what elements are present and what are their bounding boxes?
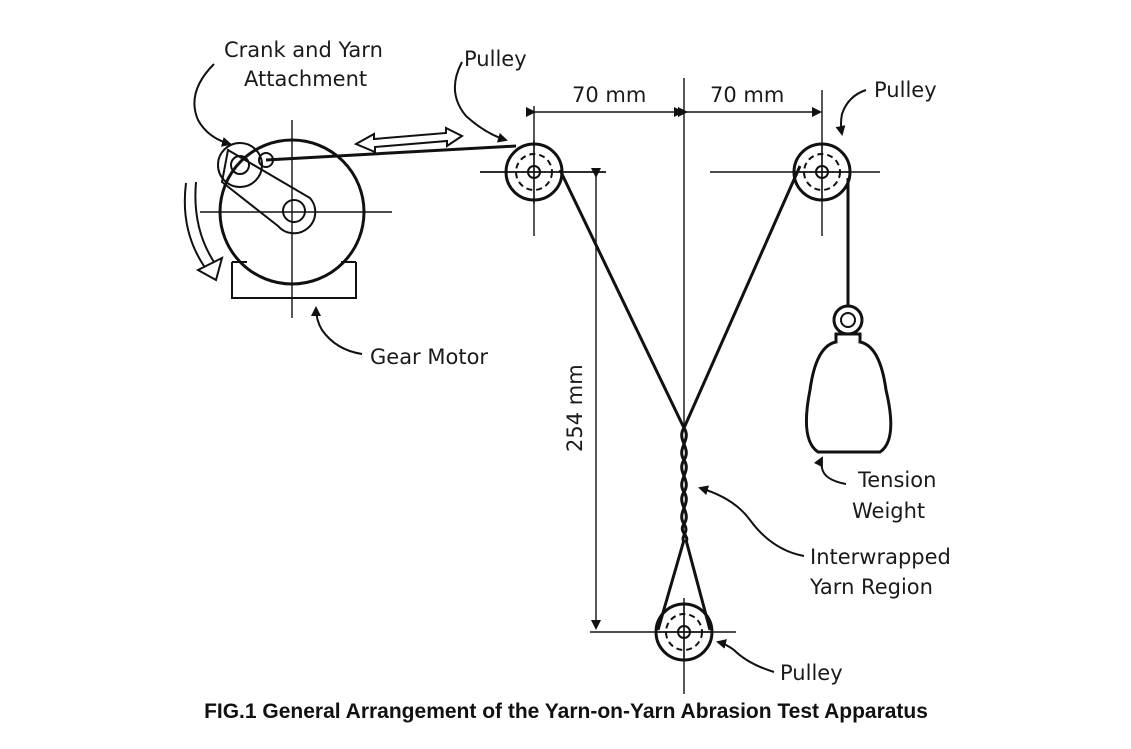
- interwrapped-yarn: [680, 427, 689, 543]
- crank-leader-arrow: [193, 63, 232, 147]
- pulley-right: [710, 90, 880, 236]
- pulley-left-label: Pulley: [464, 47, 527, 71]
- dimension-lines: [526, 78, 822, 630]
- yarn-path: [265, 144, 850, 631]
- gear-motor: [183, 120, 392, 318]
- pulley-bottom-label: Pulley: [780, 661, 843, 685]
- reciprocating-arrow: [353, 126, 464, 154]
- tension-label-line1: Tension: [857, 468, 936, 492]
- pulley-right-label: Pulley: [874, 78, 937, 102]
- tension-leader: [813, 456, 847, 485]
- pulley-bottom-leader: [716, 639, 775, 673]
- interwrap-leader: [698, 485, 805, 557]
- tension-label-line2: Weight: [852, 499, 925, 523]
- figure-caption: FIG.1 General Arrangement of the Yarn-on…: [204, 700, 928, 723]
- crank-label-line1: Crank and Yarn: [224, 38, 383, 62]
- dim-right-label: 70 mm: [710, 83, 784, 107]
- gear-motor-leader: [311, 306, 363, 355]
- crank-label-line2: Attachment: [244, 67, 367, 91]
- tension-weight: [804, 304, 893, 454]
- pulley-right-leader: [835, 89, 867, 136]
- motor-base: [231, 262, 357, 299]
- pulley-bottom: [590, 598, 736, 694]
- motor-shaft: [282, 199, 306, 223]
- interwrap-label-line1: Interwrapped: [810, 545, 951, 569]
- gear-motor-label: Gear Motor: [370, 345, 488, 369]
- interwrap-label-line2: Yarn Region: [809, 575, 933, 599]
- crank-arm: [220, 148, 317, 235]
- dim-vertical-label: 254 mm: [563, 364, 587, 452]
- pulley-left: [480, 106, 606, 236]
- pulley-left-leader: [454, 61, 508, 143]
- dim-left-label: 70 mm: [572, 83, 646, 107]
- rotation-arrow: [183, 182, 205, 267]
